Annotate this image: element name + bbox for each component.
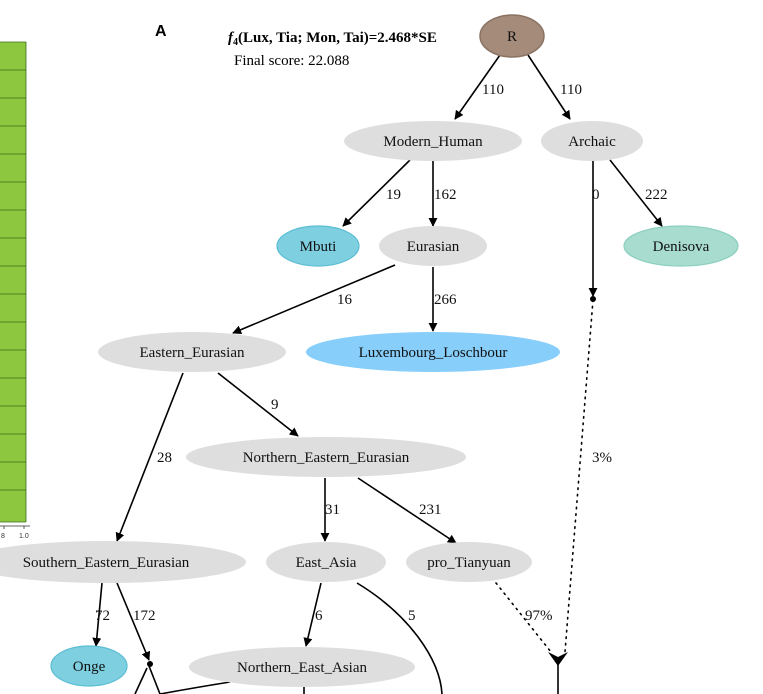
node-pro-tianyuan[interactable]: pro_Tianyuan <box>406 542 532 582</box>
node-northern-eastern-eurasian-label: Northern_Eastern_Eurasian <box>243 450 410 466</box>
edge-label-southern-onge: 72 <box>95 608 110 624</box>
node-eastern-eurasian[interactable]: Eastern_Eurasian <box>98 332 286 372</box>
edge-eastasia-down <box>356 582 443 694</box>
admixture-edge-archaic <box>564 299 594 653</box>
edge-label-eastern-southern: 28 <box>157 450 172 466</box>
side-axis-tick-left: 8 <box>1 533 5 540</box>
edge-eastern-southern <box>115 372 184 542</box>
edge-label-northern-eastasia: 31 <box>325 502 340 518</box>
final-score: Final score: 22.088 <box>234 53 349 69</box>
edge-northern-protianyuan <box>357 477 457 544</box>
node-onge-label: Onge <box>73 659 106 675</box>
edge-label-eastern-northern: 9 <box>271 397 279 413</box>
f4-statistic-value: (Lux, Tia; Mon, Tai)=2.468*SE <box>238 30 437 46</box>
graph-edges <box>92 54 663 694</box>
edge-label-eurasian-eastern: 16 <box>337 292 353 308</box>
edge-modern-mbuti <box>342 159 411 227</box>
edge-label-modern-eurasian: 162 <box>434 187 457 203</box>
admixture-edge-protianyuan <box>495 582 552 653</box>
edge-label-admixture-protianyuan: 97% <box>525 608 553 624</box>
edge-label-eastasia-nea: 6 <box>315 608 323 624</box>
admixture-arrowhead <box>548 652 568 666</box>
edge-eastern-northern <box>217 372 299 437</box>
edge-labels: 110 110 19 162 0 222 16 266 9 28 3% 31 2… <box>95 82 668 624</box>
edge-label-r-modern: 110 <box>482 82 504 98</box>
side-bar-fill <box>0 42 26 522</box>
edge-archaic-denisova <box>609 159 663 227</box>
edge-label-eastasia-down: 5 <box>408 608 416 624</box>
edge-label-modern-mbuti: 19 <box>386 187 401 203</box>
node-modern-human-label: Modern_Human <box>383 134 483 150</box>
admixture-point-archaic <box>590 296 596 302</box>
node-eastern-eurasian-label: Eastern_Eurasian <box>140 345 245 361</box>
node-denisova-label: Denisova <box>653 239 710 255</box>
edge-label-northern-protianyuan: 231 <box>419 502 442 518</box>
edge-label-admixture-archaic: 3% <box>592 450 612 466</box>
node-onge[interactable]: Onge <box>50 645 128 687</box>
node-archaic[interactable]: Archaic <box>541 121 643 161</box>
node-pro-tianyuan-label: pro_Tianyuan <box>427 555 511 571</box>
edge-label-r-archaic: 110 <box>560 82 582 98</box>
f4-subscript: 4 <box>233 37 238 48</box>
node-mbuti-label: Mbuti <box>300 239 337 255</box>
admixture-point-southern <box>147 661 153 667</box>
node-archaic-label: Archaic <box>568 134 616 150</box>
node-mbuti[interactable]: Mbuti <box>276 225 360 267</box>
edge-eurasian-eastern <box>232 264 396 335</box>
node-east-asia-label: East_Asia <box>296 555 357 571</box>
admixture-edges <box>495 299 594 653</box>
side-panel-bars: 8 1.0 <box>0 41 30 540</box>
edge-southern-admixture <box>116 582 151 661</box>
edge-label-archaic-denisova: 222 <box>645 187 668 203</box>
node-northern-east-asian[interactable]: Northern_East_Asian <box>189 647 415 687</box>
f4-statistic: f4(Lux, Tia; Mon, Tai)=2.468*SE <box>228 30 437 48</box>
edge-admixture-down <box>148 665 161 694</box>
panel-letter: A <box>155 23 167 40</box>
edge-admixture-in <box>134 667 148 694</box>
node-root-label: R <box>507 29 517 45</box>
edge-root-modern-human <box>454 54 501 120</box>
edge-label-eurasian-luxembourg: 266 <box>434 292 457 308</box>
side-axis-tick-right: 1.0 <box>19 533 29 540</box>
edge-southern-onge <box>92 582 103 647</box>
node-northern-eastern-eurasian[interactable]: Northern_Eastern_Eurasian <box>186 437 466 477</box>
node-root[interactable]: R <box>479 14 545 58</box>
node-northern-east-asian-label: Northern_East_Asian <box>237 660 367 676</box>
f4-function-symbol: f <box>228 30 235 46</box>
node-southern-eastern-eurasian[interactable]: Southern_Eastern_Eurasian <box>0 541 246 583</box>
node-denisova[interactable]: Denisova <box>623 225 739 267</box>
edge-label-archaic-admixture: 0 <box>592 187 600 203</box>
node-luxembourg-loschbour-label: Luxembourg_Loschbour <box>359 345 508 361</box>
node-east-asia[interactable]: East_Asia <box>266 542 386 582</box>
node-modern-human[interactable]: Modern_Human <box>344 121 522 161</box>
node-eurasian-label: Eurasian <box>407 239 460 255</box>
edge-root-archaic <box>527 54 571 120</box>
edge-eastasia-northern-east-asian <box>303 582 322 647</box>
edge-nea-left <box>159 681 231 694</box>
node-luxembourg-loschbour[interactable]: Luxembourg_Loschbour <box>306 332 560 372</box>
edge-label-southern-admixture: 172 <box>133 608 156 624</box>
node-southern-eastern-eurasian-label: Southern_Eastern_Eurasian <box>23 555 190 571</box>
node-eurasian[interactable]: Eurasian <box>379 226 487 266</box>
